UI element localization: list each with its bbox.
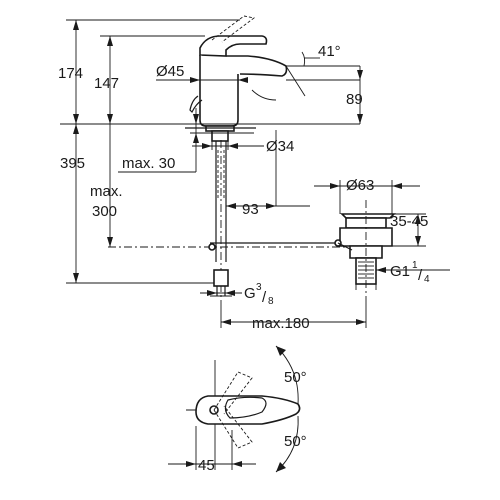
label-lever-angle-up: 50°: [284, 369, 307, 386]
pop-up-waste: [334, 200, 396, 300]
label-supply-thread-den: 8: [268, 296, 274, 307]
label-pop-up-offset: 93: [242, 201, 259, 218]
label-waste-diameter: Ø63: [346, 177, 374, 194]
label-supply-thread-slash: /: [262, 289, 267, 306]
label-waste-height: 35-45: [390, 213, 428, 230]
label-base-diameter: Ø34: [266, 138, 294, 155]
label-spout-diameter: Ø45: [156, 63, 184, 80]
label-waste-thread-slash: /: [418, 267, 423, 284]
label-rod-length: max.180: [252, 315, 310, 332]
label-plan-offset: 45: [198, 457, 215, 474]
label-lever-angle-down: 50°: [284, 433, 307, 450]
label-supply-thread: G: [244, 285, 256, 302]
label-overall-height: 395: [60, 155, 85, 172]
faucet-plan-view: [168, 345, 301, 473]
label-waste-thread-den: 4: [424, 274, 430, 285]
dimension-labels: 174 147 Ø45 41° 89 Ø34 max. 30 395 max. …: [58, 43, 430, 474]
faucet-elevation: [60, 15, 360, 300]
label-deck-thickness: max. 30: [122, 155, 175, 172]
dimension-lines: [66, 19, 450, 328]
label-waste-thread-num: 1: [412, 260, 418, 271]
label-spout-height: 147: [94, 75, 119, 92]
label-supply-thread-num: 3: [256, 282, 262, 293]
label-spout-angle: 41°: [318, 43, 341, 60]
label-spout-reach: 89: [346, 91, 363, 108]
label-waste-thread: G1: [390, 263, 410, 280]
label-total-height: 174: [58, 65, 83, 82]
label-hose-length-2: 300: [92, 203, 117, 220]
label-hose-length-1: max.: [90, 183, 123, 200]
